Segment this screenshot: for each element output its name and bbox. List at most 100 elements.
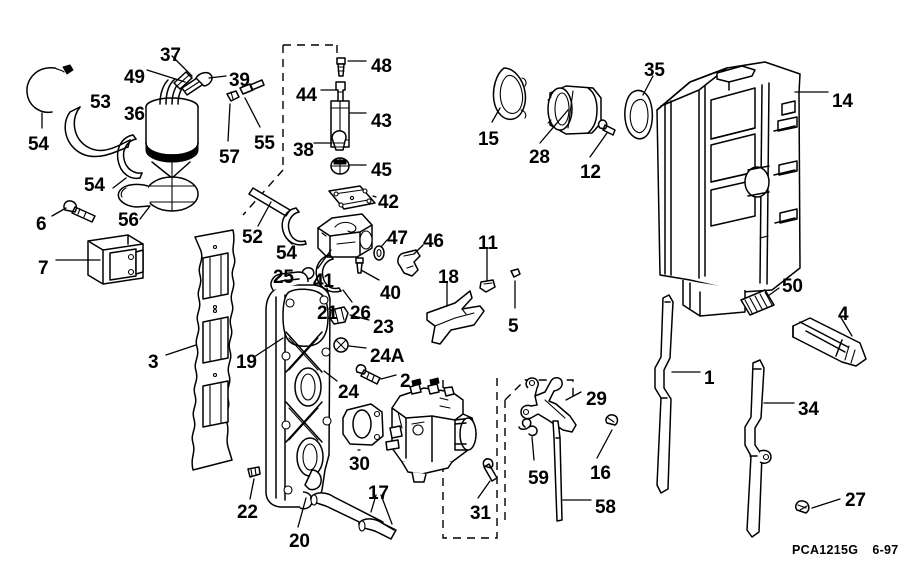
callout-42: 42 xyxy=(378,192,399,213)
part-58-rod xyxy=(552,420,592,522)
callout-15: 15 xyxy=(478,129,499,150)
part-1-long-rod xyxy=(654,294,701,494)
part-6-screw xyxy=(51,200,96,223)
callout-19: 19 xyxy=(236,352,257,373)
part-47-grommet xyxy=(373,239,388,261)
part-34-long-rod xyxy=(744,359,795,538)
callout-34: 34 xyxy=(798,399,819,420)
part-24A-nut xyxy=(333,337,367,353)
part-50-spring xyxy=(740,287,780,316)
part-41-fuel-pump xyxy=(317,213,373,269)
part-20-outlet xyxy=(297,497,307,528)
callout-49: 49 xyxy=(124,67,145,88)
part-52-rod xyxy=(248,187,291,227)
callout-40: 40 xyxy=(380,283,401,304)
callout-18: 18 xyxy=(438,267,459,288)
callout-46: 46 xyxy=(423,231,444,252)
callout-54-b: 54 xyxy=(84,175,105,196)
callout-45: 45 xyxy=(371,160,392,181)
callout-41: 41 xyxy=(313,271,334,292)
dashed-group-box-linkage xyxy=(504,379,574,520)
callout-16: 16 xyxy=(590,463,611,484)
part-3-gasket xyxy=(165,229,236,471)
part-26-clamp xyxy=(315,254,353,303)
part-4-tool xyxy=(792,315,867,367)
callout-17: 17 xyxy=(368,483,389,504)
callout-5: 5 xyxy=(508,316,519,337)
part-45-nut xyxy=(330,157,367,175)
part-21-bolt xyxy=(326,287,331,301)
part-35-grommet xyxy=(624,75,654,140)
part-30-spacer xyxy=(342,403,384,451)
callout-12: 12 xyxy=(580,162,601,183)
callout-22: 22 xyxy=(237,502,258,523)
callout-31: 31 xyxy=(470,503,491,524)
part-56-bracket xyxy=(117,176,199,220)
part-18-bracket xyxy=(426,281,485,345)
callout-36: 36 xyxy=(124,104,145,125)
callout-25: 25 xyxy=(273,267,294,288)
part-24-bolt xyxy=(323,370,338,382)
part-42-pump-cover xyxy=(328,185,377,210)
part-57-fastener xyxy=(226,90,240,142)
callout-55: 55 xyxy=(254,133,275,154)
callout-57: 57 xyxy=(219,147,240,168)
callout-39: 39 xyxy=(229,70,250,91)
part-22-fastener xyxy=(247,466,261,500)
footer-drawing-code: PCA1215G 6-97 xyxy=(792,543,899,557)
callout-43: 43 xyxy=(371,111,392,132)
callout-28: 28 xyxy=(529,147,550,168)
part-11-fastener xyxy=(479,247,496,293)
part-59-clip xyxy=(518,418,538,461)
callout-35: 35 xyxy=(644,60,665,81)
callout-6: 6 xyxy=(36,214,47,235)
callout-4: 4 xyxy=(838,304,849,325)
footer-date-text: 6-97 xyxy=(872,543,899,557)
part-36-fuel-filter xyxy=(145,78,199,179)
dashed-group-box-upper xyxy=(242,44,338,216)
callout-56: 56 xyxy=(118,210,139,231)
part-46-elbow xyxy=(397,244,424,277)
part-23-fitting xyxy=(329,306,370,325)
part-37-49-39-pins xyxy=(146,55,227,96)
part-54-clamp-b xyxy=(112,134,143,189)
callout-21: 21 xyxy=(317,303,338,324)
callout-48: 48 xyxy=(371,56,392,77)
callout-53: 53 xyxy=(90,92,111,113)
part-27-fastener xyxy=(795,498,841,514)
part-2-screw xyxy=(355,364,397,385)
callout-7: 7 xyxy=(38,258,49,279)
callout-1: 1 xyxy=(704,368,715,389)
callout-11: 11 xyxy=(478,233,498,254)
part-19-intake-manifold xyxy=(253,271,332,510)
part-17-hoses xyxy=(310,492,397,540)
part-53-hose xyxy=(64,106,131,158)
part-54-clamp-a xyxy=(26,64,74,129)
callout-2: 2 xyxy=(400,371,411,392)
callout-20: 20 xyxy=(289,531,310,552)
callout-30: 30 xyxy=(349,454,370,475)
callout-44: 44 xyxy=(296,85,317,106)
footer-code-text: PCA1215G xyxy=(792,543,859,557)
callout-14: 14 xyxy=(832,91,853,112)
callout-24: 24 xyxy=(338,382,359,403)
part-55-screw xyxy=(239,79,265,128)
dashed-group-box-carburetor xyxy=(442,373,498,539)
callout-38: 38 xyxy=(293,140,314,161)
part-48-screw xyxy=(336,57,367,77)
part-40-screw xyxy=(355,257,380,281)
part-16-fastener xyxy=(596,414,619,459)
callout-54-c: 54 xyxy=(276,243,297,264)
part-29-linkage xyxy=(520,377,582,433)
callout-47: 47 xyxy=(387,228,408,249)
callout-59: 59 xyxy=(528,468,549,489)
part-28-throttle-body xyxy=(539,85,602,144)
callout-50: 50 xyxy=(782,276,803,297)
callout-54-a: 54 xyxy=(28,134,49,155)
part-12-screw xyxy=(589,119,616,158)
callout-27: 27 xyxy=(845,490,866,511)
part-5-pin xyxy=(510,268,521,309)
part-54-clamp-c xyxy=(281,207,307,246)
part-15-flange xyxy=(491,67,527,123)
